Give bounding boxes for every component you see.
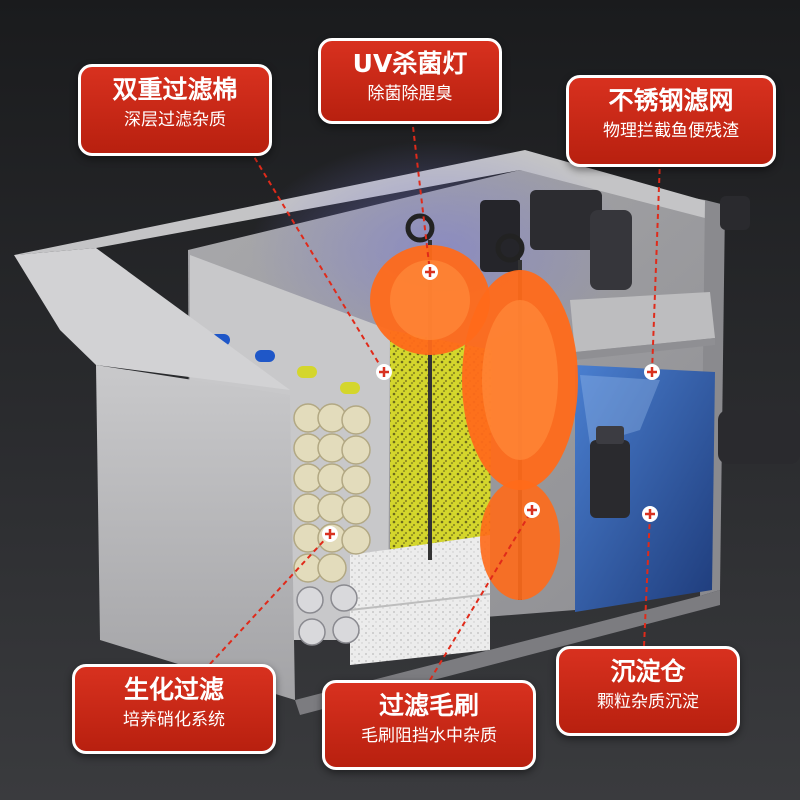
callout-bio-filter: 生化过滤 培养硝化系统 xyxy=(72,664,276,754)
bio-balls xyxy=(296,584,360,646)
filter-brush-left xyxy=(370,213,490,560)
callout-subtitle: 物理拦截鱼便残渣 xyxy=(603,121,739,141)
callout-settling-chamber: 沉淀仓 颗粒杂质沉淀 xyxy=(556,646,740,736)
partition-hole xyxy=(340,382,360,394)
water-pump xyxy=(590,440,630,518)
callout-subtitle: 深层过滤杂质 xyxy=(124,110,226,130)
callout-filter-brush: 过滤毛刷 毛刷阻挡水中杂质 xyxy=(322,680,536,770)
callout-subtitle: 颗粒杂质沉淀 xyxy=(597,692,699,712)
cotton-seam xyxy=(349,593,491,611)
motor xyxy=(590,210,632,290)
callout-subtitle: 毛刷阻挡水中杂质 xyxy=(361,726,497,746)
callout-filter-cotton: 双重过滤棉 深层过滤杂质 xyxy=(78,64,272,156)
partition-hole xyxy=(255,350,275,362)
uv-lamp-housing xyxy=(530,190,602,250)
tank-top-rim xyxy=(14,150,720,255)
callout-title: 生化过滤 xyxy=(123,675,224,704)
tank-front-face xyxy=(96,365,295,700)
outlet-pipe-upper xyxy=(720,196,750,230)
callout-title: 过滤毛刷 xyxy=(378,691,479,720)
callout-title: 不锈钢滤网 xyxy=(608,86,734,115)
callout-title: UV杀菌灯 xyxy=(352,49,468,78)
plus-markers xyxy=(322,264,660,542)
white-filter-cotton xyxy=(350,535,490,665)
bio-media-rings xyxy=(293,403,371,583)
callout-title: 沉淀仓 xyxy=(610,657,686,686)
callout-uv-lamp: UV杀菌灯 除菌除腥臭 xyxy=(318,38,502,124)
outlet-pipe-lower xyxy=(718,410,800,464)
uv-lamp-cap xyxy=(480,200,520,272)
pump-top xyxy=(596,426,624,444)
leader-lines xyxy=(209,117,661,681)
steel-mesh-tray xyxy=(570,292,715,352)
tray-edge xyxy=(575,338,715,360)
callout-steel-mesh: 不锈钢滤网 物理拦截鱼便残渣 xyxy=(566,75,776,167)
callout-subtitle: 除菌除腥臭 xyxy=(367,84,453,104)
tank-left-ledge xyxy=(14,248,290,390)
callout-subtitle: 培养硝化系统 xyxy=(123,710,225,730)
partition-hole xyxy=(297,366,317,378)
callout-title: 双重过滤棉 xyxy=(112,75,238,104)
